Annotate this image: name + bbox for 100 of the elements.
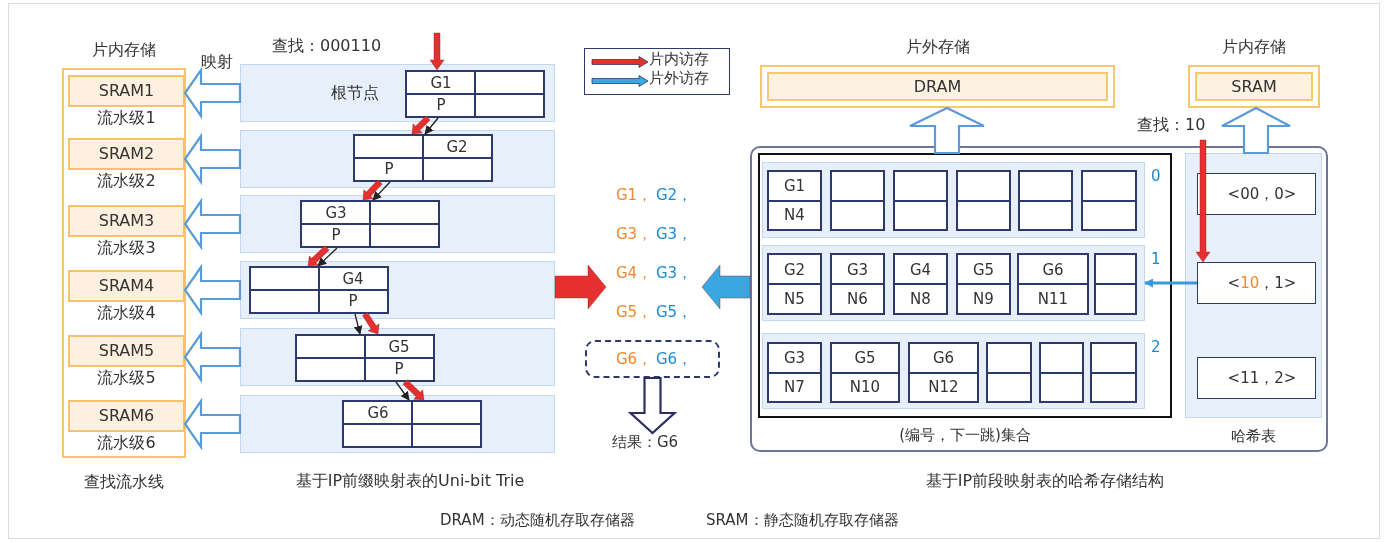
table-slot (908, 342, 979, 403)
node-label: G5 (972, 260, 995, 279)
hash-entry-text: <10，1> (1227, 273, 1297, 292)
sequence-text: G6， (616, 350, 653, 368)
pipeline-label: 查找流水线 (84, 472, 164, 492)
sequence-text: G5， (616, 303, 653, 321)
stage-label: 流水级6 (97, 433, 156, 453)
table-slot (767, 170, 822, 231)
stage-label: 流水级5 (97, 368, 156, 388)
stage-label: 流水级3 (97, 238, 156, 258)
hollow-arrow (183, 197, 242, 251)
table-slot (1018, 170, 1073, 231)
node-label: G4 (909, 260, 932, 279)
hash-entry-text: <11，2> (1227, 368, 1297, 387)
block-arrow (429, 32, 445, 71)
result-text: 结果：G6 (612, 433, 679, 451)
node-label: G3 (783, 349, 806, 368)
memory-label: SRAM (1231, 76, 1277, 97)
table-slot (1081, 170, 1137, 231)
stage-band (240, 261, 555, 319)
bucket-index: 2 (1151, 338, 1161, 356)
block-arrow (1195, 139, 1211, 263)
prefix-label: P (348, 292, 358, 310)
next-hop-label: N11 (1037, 289, 1069, 308)
legend-text: 片内访存 (649, 50, 709, 68)
table-slot (1090, 342, 1137, 403)
next-hop-label: N8 (910, 289, 931, 308)
arrow (353, 313, 363, 335)
next-hop-label: N7 (784, 377, 805, 396)
block-arrow (307, 245, 330, 267)
footnote: SRAM：静态随机存取存储器 (706, 511, 899, 529)
stage-band (240, 130, 555, 188)
table-slot (1017, 253, 1089, 315)
next-hop-label: N4 (784, 205, 805, 224)
trie-node-table (295, 334, 435, 382)
footnote: DRAM：动态随机存取存储器 (440, 511, 635, 529)
panel-caption: (编号，下一跳)集合 (899, 426, 1031, 444)
sequence-text: G3， (656, 225, 693, 243)
stage-band (240, 328, 555, 386)
trie-node-table (249, 266, 389, 314)
node-label: G5 (388, 338, 410, 356)
next-hop-label: N5 (784, 289, 805, 308)
hollow-arrow (908, 106, 986, 155)
node-label: G2 (783, 260, 806, 279)
figure-caption: 基于IP前段映射表的哈希存储结构 (925, 471, 1165, 491)
arrow (317, 247, 338, 267)
hollow-arrow (627, 376, 678, 435)
bucket-index: 1 (1151, 250, 1161, 268)
sequence-text: G3， (616, 225, 653, 243)
prefix-label: P (331, 226, 341, 244)
trie-node-table (353, 134, 493, 182)
prefix-label: P (436, 96, 446, 114)
prefix-label: P (394, 360, 404, 378)
sequence-text: G2， (656, 186, 693, 204)
mapping-label: 映射 (201, 52, 233, 72)
table-slot (1039, 342, 1084, 403)
hollow-arrow (183, 330, 242, 384)
table-slot (986, 342, 1032, 403)
hash-entry (1197, 173, 1316, 215)
next-hop-label: N10 (849, 377, 881, 396)
result-highlight-box (585, 340, 720, 378)
arrow (424, 117, 439, 135)
node-label: G3 (846, 260, 869, 279)
stage-label: 流水级1 (97, 108, 156, 128)
table-slot (767, 342, 822, 403)
memory-label: SRAM5 (98, 341, 155, 361)
node-label: G1 (430, 74, 452, 92)
trie-node-table (342, 400, 482, 448)
memory-label: SRAM1 (98, 81, 155, 101)
hollow-arrow (183, 132, 242, 186)
memory-label: SRAM4 (98, 276, 155, 296)
heading: 片内存储 (1222, 37, 1286, 57)
table-slot (956, 170, 1011, 231)
table-slot (1094, 253, 1137, 315)
root-label: 根节点 (331, 83, 379, 103)
table-slot (830, 342, 900, 403)
stage-label: 流水级4 (97, 303, 156, 323)
arrow (1144, 278, 1197, 288)
hash-entry (1197, 357, 1316, 399)
next-hop-label: N6 (847, 289, 868, 308)
node-label: G6 (367, 404, 389, 422)
search-key-label: 查找：10 (1137, 115, 1206, 135)
node-label: G2 (446, 138, 468, 156)
memory-label: SRAM3 (98, 211, 155, 231)
hollow-arrow (183, 397, 242, 451)
node-label: G5 (854, 349, 876, 368)
block-arrow (362, 312, 380, 335)
prefix-label: P (384, 160, 394, 178)
heading: 片外存储 (905, 37, 970, 57)
sequence-text: G1， (616, 186, 653, 204)
trie-node-table (300, 200, 440, 248)
stage-label: 流水级2 (97, 171, 156, 191)
table-slot (956, 253, 1011, 315)
sequence-text: G5， (656, 303, 693, 321)
table-slot (830, 170, 885, 231)
stage-band (240, 64, 555, 122)
table-slot (893, 253, 948, 315)
table-slot (893, 170, 948, 231)
bucket-index: 0 (1151, 167, 1161, 185)
block-arrow (411, 115, 431, 135)
